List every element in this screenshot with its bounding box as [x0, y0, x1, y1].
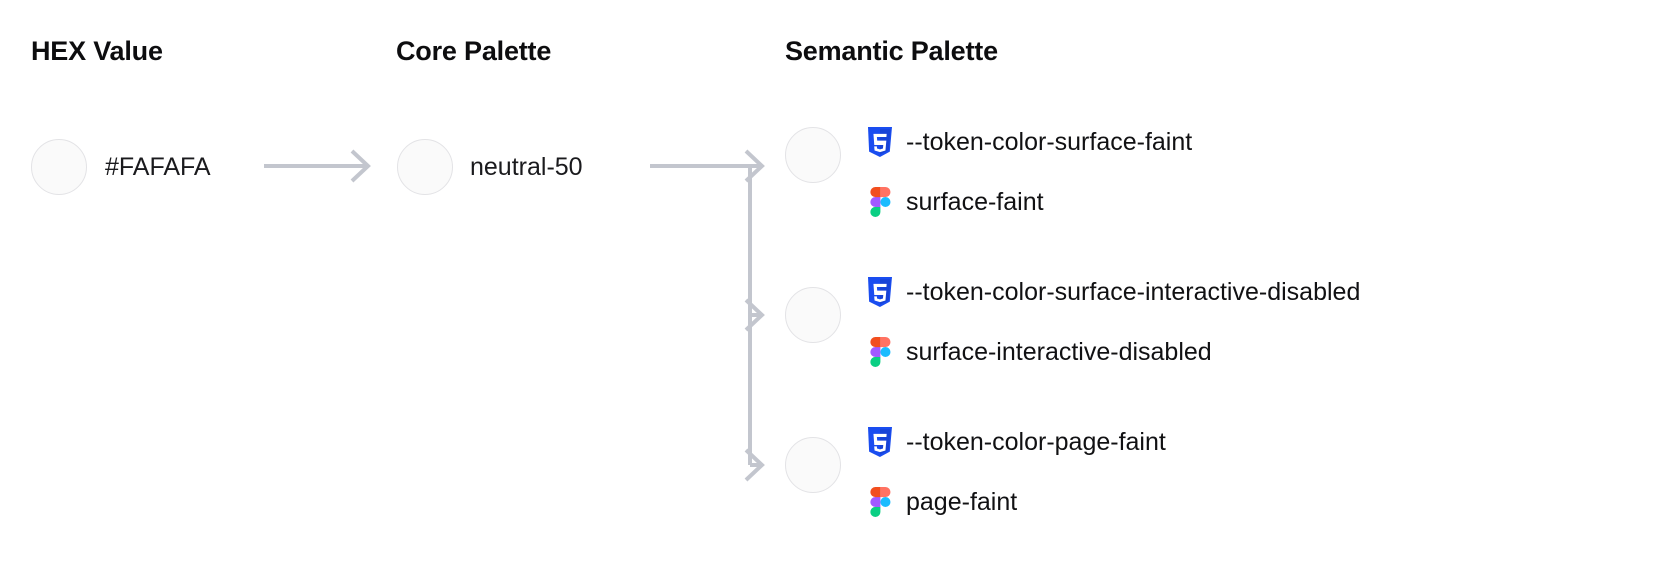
column-header-core-palette: Core Palette	[396, 36, 552, 66]
css3-icon	[866, 427, 894, 457]
figma-icon	[866, 187, 894, 217]
figma-token-label: surface-interactive-disabled	[906, 337, 1212, 366]
semantic-color-swatch	[785, 287, 841, 343]
semantic-color-swatch	[785, 127, 841, 183]
css-token-label: --token-color-surface-faint	[906, 127, 1193, 156]
figma-token-label: page-faint	[906, 487, 1018, 516]
figma-icon	[866, 487, 894, 517]
semantic-token-row: --token-color-page-faint page-faint	[866, 412, 1166, 532]
figma-token-line: surface-interactive-disabled	[866, 322, 1360, 382]
semantic-token-row: --token-color-surface-interactive-disabl…	[866, 262, 1360, 382]
semantic-color-swatch	[785, 437, 841, 493]
css-token-label: --token-color-page-faint	[906, 427, 1166, 456]
semantic-token-row: --token-color-surface-faint surface-fain…	[866, 112, 1192, 232]
hex-value-label: #FAFAFA	[105, 153, 211, 181]
figma-token-line: surface-faint	[866, 172, 1192, 232]
figma-token-line: page-faint	[866, 472, 1166, 532]
css-token-line: --token-color-surface-faint	[866, 112, 1192, 172]
column-header-semantic-palette: Semantic Palette	[785, 36, 998, 66]
css-token-line: --token-color-surface-interactive-disabl…	[866, 262, 1360, 322]
column-header-hex-value: HEX Value	[31, 36, 163, 66]
core-color-swatch	[397, 139, 453, 195]
css-token-line: --token-color-page-faint	[866, 412, 1166, 472]
core-value-label: neutral-50	[470, 153, 583, 181]
css3-icon	[866, 127, 894, 157]
hex-color-swatch	[31, 139, 87, 195]
css-token-label: --token-color-surface-interactive-disabl…	[906, 277, 1361, 306]
figma-token-label: surface-faint	[906, 187, 1044, 216]
figma-icon	[866, 337, 894, 367]
css3-icon	[866, 277, 894, 307]
